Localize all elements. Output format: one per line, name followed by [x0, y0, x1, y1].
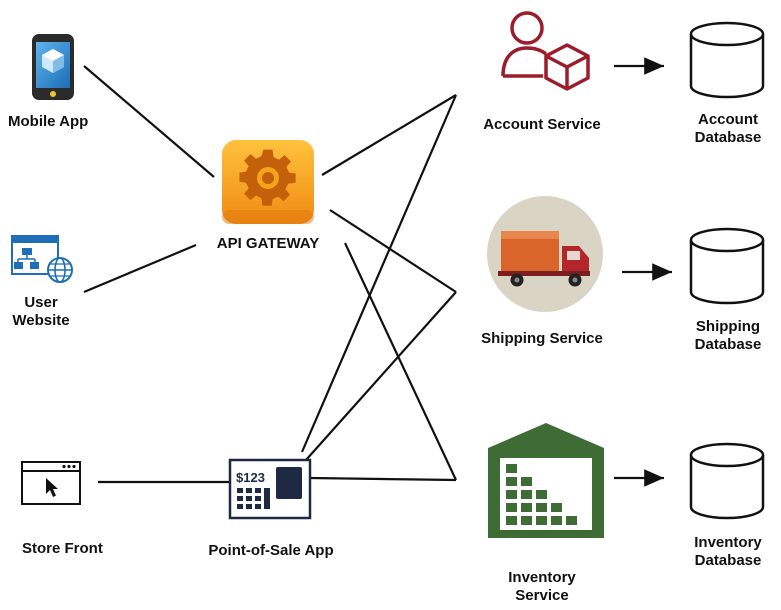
account-database-label: Account Database	[683, 111, 773, 147]
edge-pos-inventory	[309, 476, 457, 482]
edge-pos-shipping	[305, 291, 457, 461]
warehouse-icon	[488, 423, 604, 538]
user-box-icon	[501, 11, 590, 91]
mobile-app-label: Mobile App	[8, 113, 89, 130]
shipping-service-label: Shipping Service	[481, 330, 603, 347]
inventory-database-label-line2: Database	[694, 552, 762, 569]
browser-cursor-icon	[21, 461, 81, 505]
database-cylinder-icon	[689, 442, 765, 520]
store-front-label: Store Front	[22, 540, 103, 557]
account-database-label-line1: Account	[698, 111, 758, 128]
cash-register-icon: $123	[228, 458, 312, 520]
inventory-service-label-line1: Inventory	[508, 569, 576, 586]
inventory-service-label-line2: Service	[515, 587, 569, 604]
edge-gateway-inventory	[344, 242, 457, 481]
inventory-database-label-line1: Inventory	[694, 534, 762, 551]
account-service-label: Account Service	[483, 116, 601, 133]
edge-gateway-account	[321, 94, 457, 176]
account-database-label-line2: Database	[694, 129, 762, 146]
user-website-label: User Website	[12, 294, 70, 330]
edge-pos-account	[300, 94, 458, 453]
user-website-label-line2: Website	[12, 312, 70, 329]
mobile-phone-icon	[32, 34, 74, 100]
service-db-arrows	[614, 57, 672, 487]
truck-icon	[487, 196, 603, 312]
database-cylinder-icon	[689, 21, 765, 99]
pos-app-label: Point-of-Sale App	[208, 542, 334, 559]
api-gateway-label: API GATEWAY	[216, 235, 320, 252]
gear-icon	[222, 140, 314, 224]
shipping-database-label-line2: Database	[694, 336, 762, 353]
inventory-database-label: Inventory Database	[683, 534, 773, 570]
user-website-label-line1: User	[24, 294, 58, 311]
connection-lines	[83, 65, 458, 484]
pos-icon-price: $123	[236, 470, 265, 485]
edge-website-gateway	[83, 243, 197, 294]
database-cylinder-icon	[689, 227, 765, 305]
shipping-database-label: Shipping Database	[683, 318, 773, 354]
inventory-service-label: Inventory Service	[492, 569, 592, 605]
shipping-database-label-line1: Shipping	[695, 318, 761, 335]
edge-gateway-shipping	[329, 209, 457, 293]
edge-mobile-gateway	[83, 65, 215, 178]
website-sitemap-icon	[11, 235, 73, 283]
